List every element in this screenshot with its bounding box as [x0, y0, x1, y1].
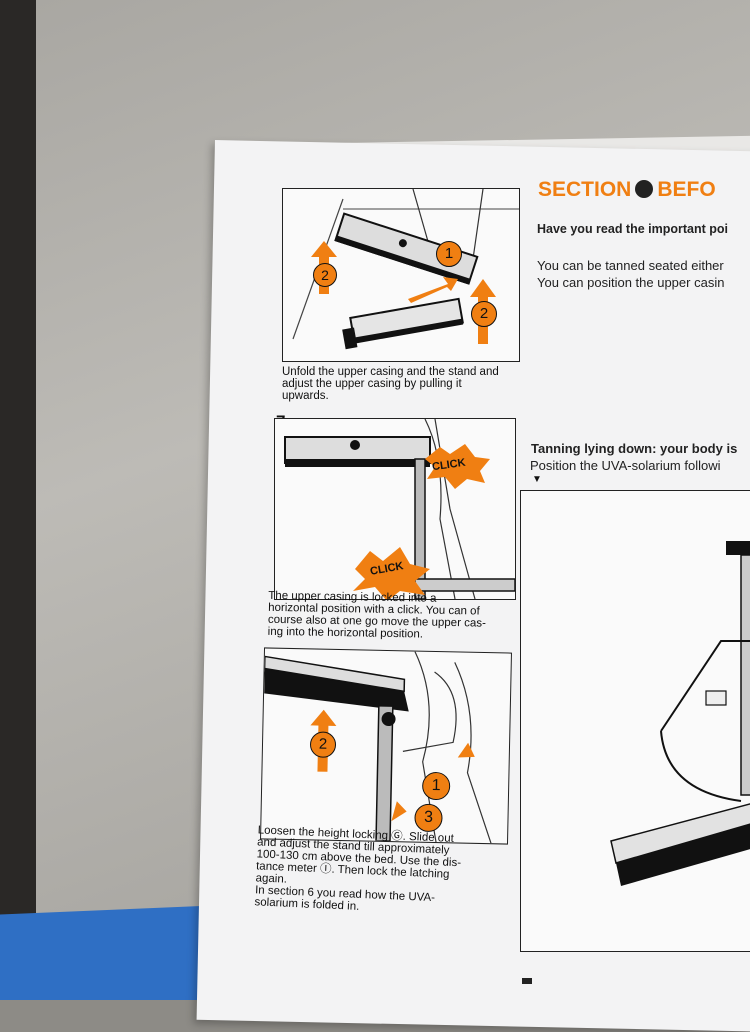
marker-1: 1 [436, 241, 462, 267]
step-8-caption: Loosen the height locking Ⓖ. Slide out a… [254, 824, 462, 913]
step-7-illustration: CLICK CLICK [274, 418, 516, 600]
question-text: Have you read the important poi [537, 222, 729, 236]
down-arrow-icon: ▼ [532, 474, 542, 485]
lying-down-text: Position the UVA-solarium followi [530, 458, 721, 473]
section-heading-text: SECTION [538, 178, 632, 201]
section-heading: SECTION BEFO [538, 178, 716, 202]
solarium-drawing [610, 541, 750, 886]
step-6-illustration: 1 2 2 [282, 188, 520, 362]
section-symbol-icon [635, 179, 654, 198]
page-tab [522, 978, 532, 984]
position-text: You can position the upper casin [537, 275, 725, 290]
step-6-caption: Unfold the upper casing and the stand an… [282, 366, 499, 402]
step-7-caption: The upper casing is locked into a horizo… [267, 589, 486, 641]
section-heading-tail: BEFO [657, 178, 716, 201]
step-8-illustration: 2 1 3 [260, 647, 512, 845]
lying-down-figure [520, 490, 750, 952]
marker-2: 2 [313, 263, 337, 287]
step-7-drawing [284, 419, 515, 599]
step-8-drawing [263, 651, 492, 844]
lying-down-heading: Tanning lying down: your body is [531, 441, 738, 456]
marker-2: 2 [471, 301, 497, 327]
seated-text: You can be tanned seated either [537, 258, 724, 273]
